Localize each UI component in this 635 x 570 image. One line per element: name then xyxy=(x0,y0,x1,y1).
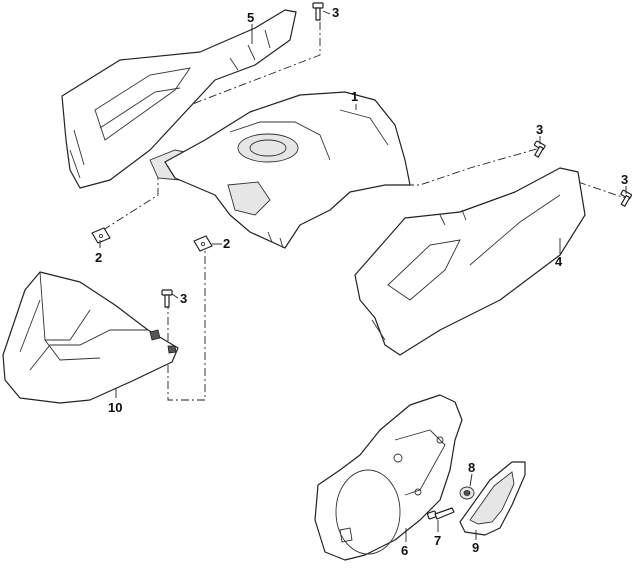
callout-2-right: 2 xyxy=(223,236,230,251)
part-3-screw-mid-right xyxy=(533,140,546,158)
callout-labels: 1 2 2 3 3 3 3 4 5 6 7 8 9 10 xyxy=(95,5,628,558)
callout-10: 10 xyxy=(108,400,122,415)
callout-7: 7 xyxy=(434,533,441,548)
callout-5: 5 xyxy=(247,10,254,25)
callout-9: 9 xyxy=(472,540,479,555)
part-7-bolt xyxy=(426,507,455,520)
callout-2-left: 2 xyxy=(95,250,102,265)
part-2-clip-right xyxy=(193,235,213,252)
callout-8: 8 xyxy=(468,460,475,475)
callout-3-mid-right: 3 xyxy=(536,122,543,137)
callout-3-top: 3 xyxy=(332,5,339,20)
part-3-screw-top xyxy=(312,2,324,21)
part-6-side-cover xyxy=(314,394,463,561)
part-4-right-side-panel xyxy=(354,167,586,356)
part-8-grommet xyxy=(459,486,475,500)
callout-1: 1 xyxy=(351,89,358,104)
callout-3-far-right: 3 xyxy=(621,172,628,187)
callout-6: 6 xyxy=(401,543,408,558)
part-10-front-cover xyxy=(2,271,179,404)
leader-lines xyxy=(99,10,627,542)
part-9-cover-insert xyxy=(459,461,526,536)
part-3-screw-far-right xyxy=(620,189,633,207)
callout-4: 4 xyxy=(555,254,563,269)
part-3-screw-left xyxy=(161,289,173,308)
part-1-tank-cover xyxy=(164,91,411,249)
callout-3-left: 3 xyxy=(180,291,187,306)
part-2-clip-left xyxy=(91,227,111,244)
